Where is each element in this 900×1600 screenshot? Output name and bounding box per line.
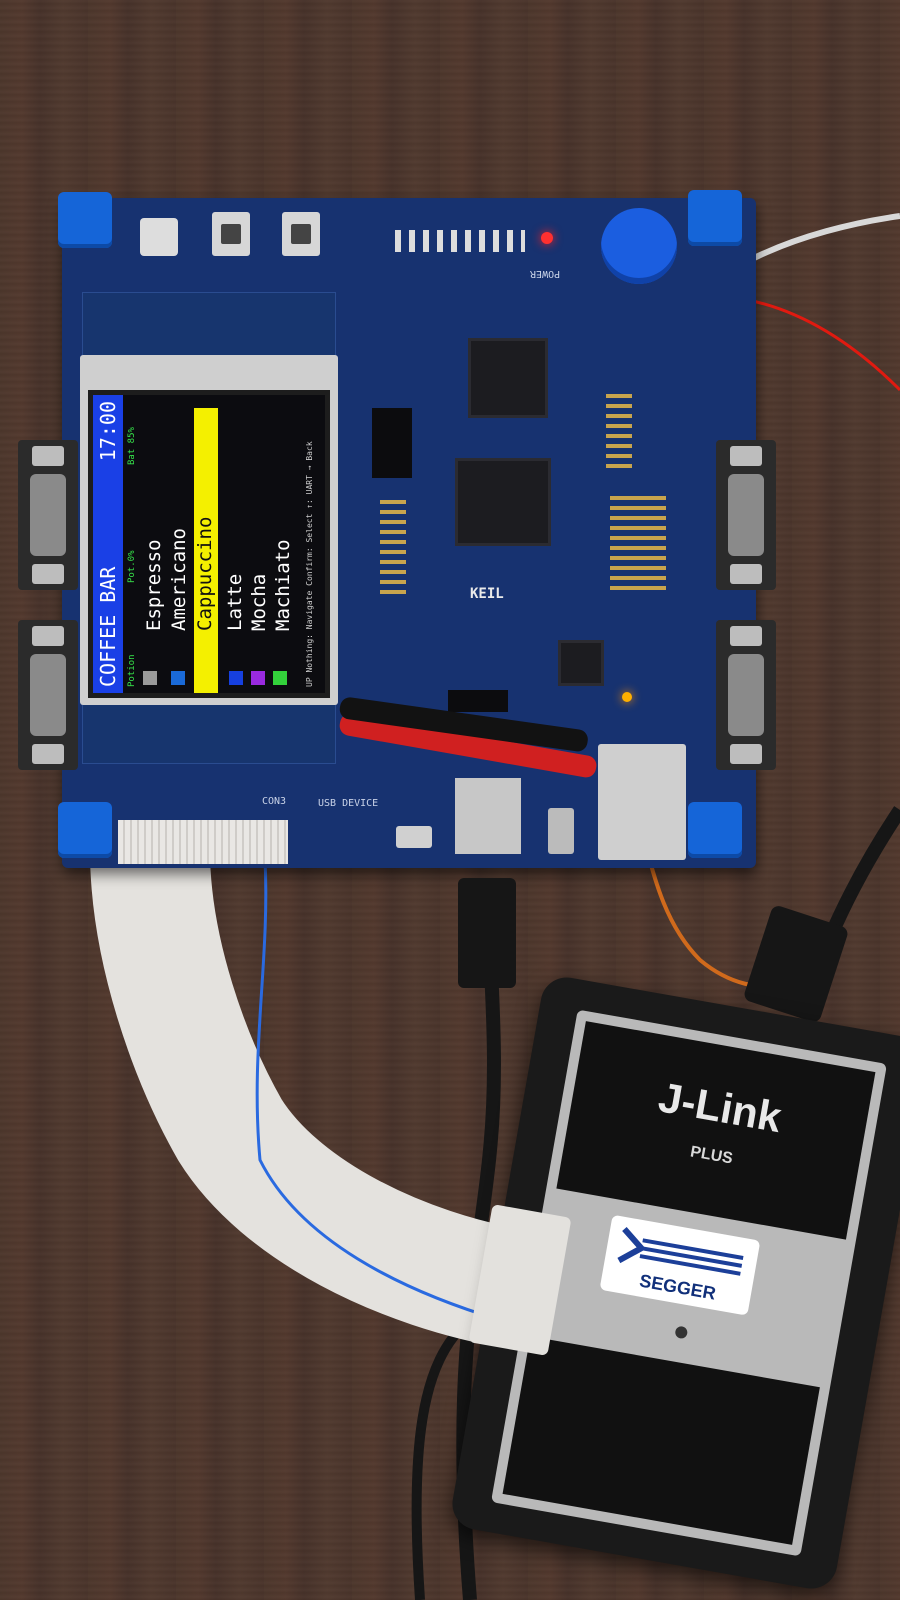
cup-icon [171,671,185,685]
lcd-title: COFFEE BAR [96,566,120,687]
segger-logo: SEGGER [599,1214,761,1316]
serial-port-db9 [716,440,776,590]
mcu-chip [455,458,551,546]
jlink-led [674,1325,689,1340]
brand-logo: KEIL [470,586,504,602]
lcd-clock: 17:00 [96,401,120,462]
push-button[interactable] [212,212,250,256]
lcd-status-line: UP Nothing: Navigate Confirm: Select ↑: … [305,441,314,687]
connector-label: CON3 [262,796,287,807]
board-corner [58,802,112,858]
cup-icon [251,671,265,685]
pin-row [380,494,406,594]
power-led [541,232,553,244]
led-array [395,230,525,252]
ribbon-edge [255,859,501,1322]
lcd-mid-sub: Pot.0% [127,550,137,583]
ribbon-connector [118,820,288,864]
board-corner [688,802,742,858]
usb-port [455,778,521,854]
pin-header [372,408,412,478]
menu-item[interactable]: Americano [168,528,190,631]
board-corner [688,190,742,246]
potentiometer-knob[interactable] [601,208,677,284]
menu-item[interactable]: Espresso [143,539,165,631]
ethernet-port [598,744,686,860]
black-loop-cable [411,1316,474,1600]
pin-header [448,690,508,712]
menu-item[interactable]: Machiato [272,539,294,631]
menu-item-selected[interactable]: Cappuccino [194,516,216,631]
serial-port-db9 [18,440,78,590]
power-label: POWER [530,268,561,279]
pin-row [610,494,666,590]
lcd-screen: COFFEE BAR 17:00 Potion Pot.0% Bat 85% E… [93,395,325,693]
serial-port-db9 [716,620,776,770]
cup-icon [143,671,157,685]
menu-item[interactable]: Mocha [248,573,270,631]
ribbon-cable [90,848,531,1350]
jlink-debugger: J-Link PLUS SEGGER [448,973,900,1593]
cup-icon [229,671,243,685]
usb-device-label: USB DEVICE [318,798,379,809]
menu-item[interactable]: Latte [224,573,246,631]
usb-plug [458,878,516,988]
lcd-right-sub: Bat 85% [127,427,137,465]
joystick[interactable] [140,218,178,256]
pin-row [606,388,632,468]
ic-chip [558,640,604,686]
lcd-left-sub: Potion [127,654,137,687]
status-led [622,692,632,702]
board-corner [58,192,112,248]
serial-port-db9 [18,620,78,770]
usb-port [548,808,574,854]
cup-icon [273,671,287,685]
ic-chip [468,338,548,418]
micro-usb-port [396,826,432,848]
push-button[interactable] [282,212,320,256]
